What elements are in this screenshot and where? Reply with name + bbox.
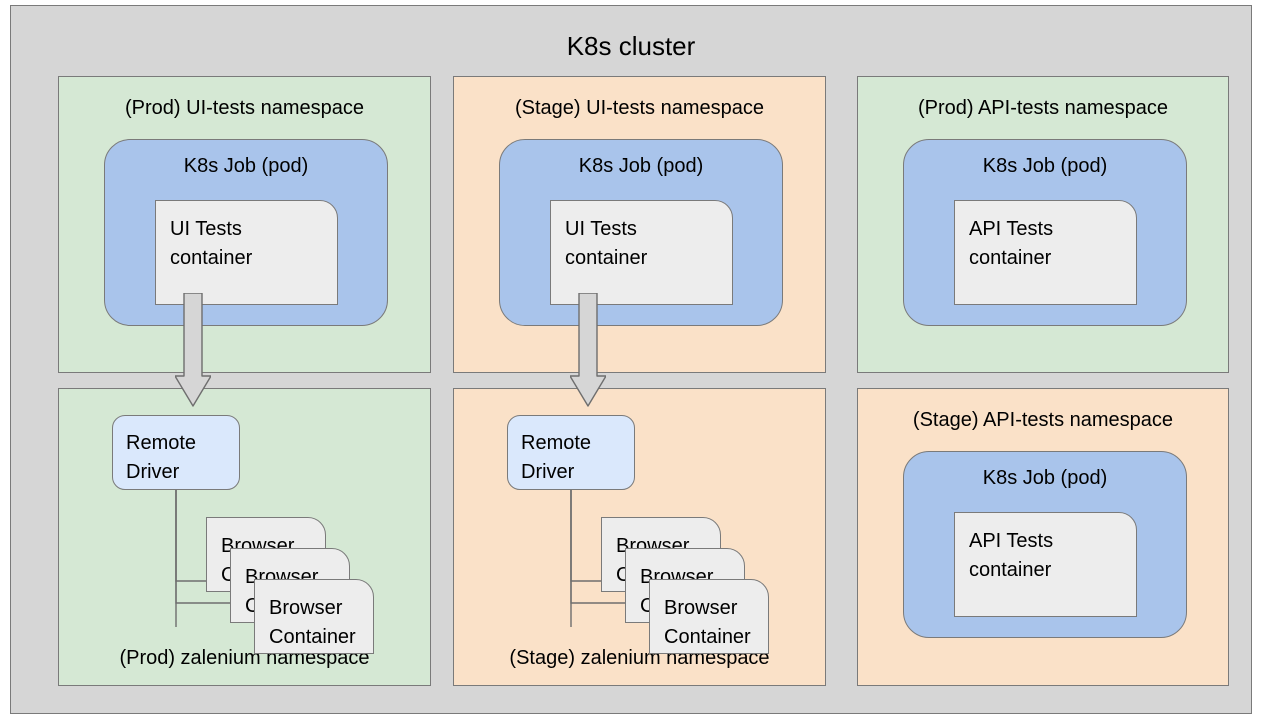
pod-label: K8s Job (pod) — [982, 155, 1108, 177]
namespace-stage-ui-tests: (Stage) UI-tests namespace K8s Job (pod)… — [453, 76, 826, 373]
namespace-prod-api-tests: (Prod) API-tests namespace K8s Job (pod)… — [857, 76, 1229, 373]
remote-driver-prod: Remote Driver — [112, 415, 240, 490]
arrow-ui-tests-to-remote-driver-stage — [570, 293, 606, 408]
pod-label: K8s Job (pod) — [578, 155, 704, 177]
namespace-stage-zalenium: (Stage) zalenium namespace Remote Driver… — [453, 388, 826, 686]
container-label: UI Tests container — [170, 218, 253, 269]
remote-driver-label: Remote Driver — [126, 432, 197, 483]
namespace-label: (Prod) UI-tests namespace — [125, 97, 364, 119]
namespace-stage-api-tests: (Stage) API-tests namespace K8s Job (pod… — [857, 388, 1229, 686]
container-ui-tests: UI Tests container — [155, 200, 338, 305]
namespace-prod-zalenium: (Prod) zalenium namespace Remote Driver … — [58, 388, 431, 686]
pod-stage-api-tests: K8s Job (pod) API Tests container — [903, 451, 1187, 638]
container-api-tests: API Tests container — [954, 200, 1137, 305]
namespace-prod-ui-tests: (Prod) UI-tests namespace K8s Job (pod) … — [58, 76, 431, 373]
pod-label: K8s Job (pod) — [183, 155, 309, 177]
container-label: UI Tests container — [565, 218, 648, 269]
remote-driver-label: Remote Driver — [521, 432, 592, 483]
container-api-tests: API Tests container — [954, 512, 1137, 617]
pod-prod-ui-tests: K8s Job (pod) UI Tests container — [104, 139, 388, 326]
browser-container-label: Browser Container — [664, 597, 751, 648]
namespace-label: (Stage) API-tests namespace — [912, 409, 1174, 431]
namespace-label: (Prod) API-tests namespace — [917, 97, 1169, 119]
container-label: API Tests container — [969, 530, 1054, 581]
container-ui-tests: UI Tests container — [550, 200, 733, 305]
browser-container-3-prod: Browser Container — [254, 579, 374, 654]
browser-container-3-stage: Browser Container — [649, 579, 769, 654]
browser-container-label: Browser Container — [269, 597, 356, 648]
pod-stage-ui-tests: K8s Job (pod) UI Tests container — [499, 139, 783, 326]
remote-driver-stage: Remote Driver — [507, 415, 635, 490]
pod-label: K8s Job (pod) — [982, 467, 1108, 489]
cluster-title: K8s cluster — [566, 31, 696, 61]
arrow-ui-tests-to-remote-driver-prod — [175, 293, 211, 408]
namespace-label: (Stage) UI-tests namespace — [515, 97, 764, 119]
container-label: API Tests container — [969, 218, 1054, 269]
pod-prod-api-tests: K8s Job (pod) API Tests container — [903, 139, 1187, 326]
